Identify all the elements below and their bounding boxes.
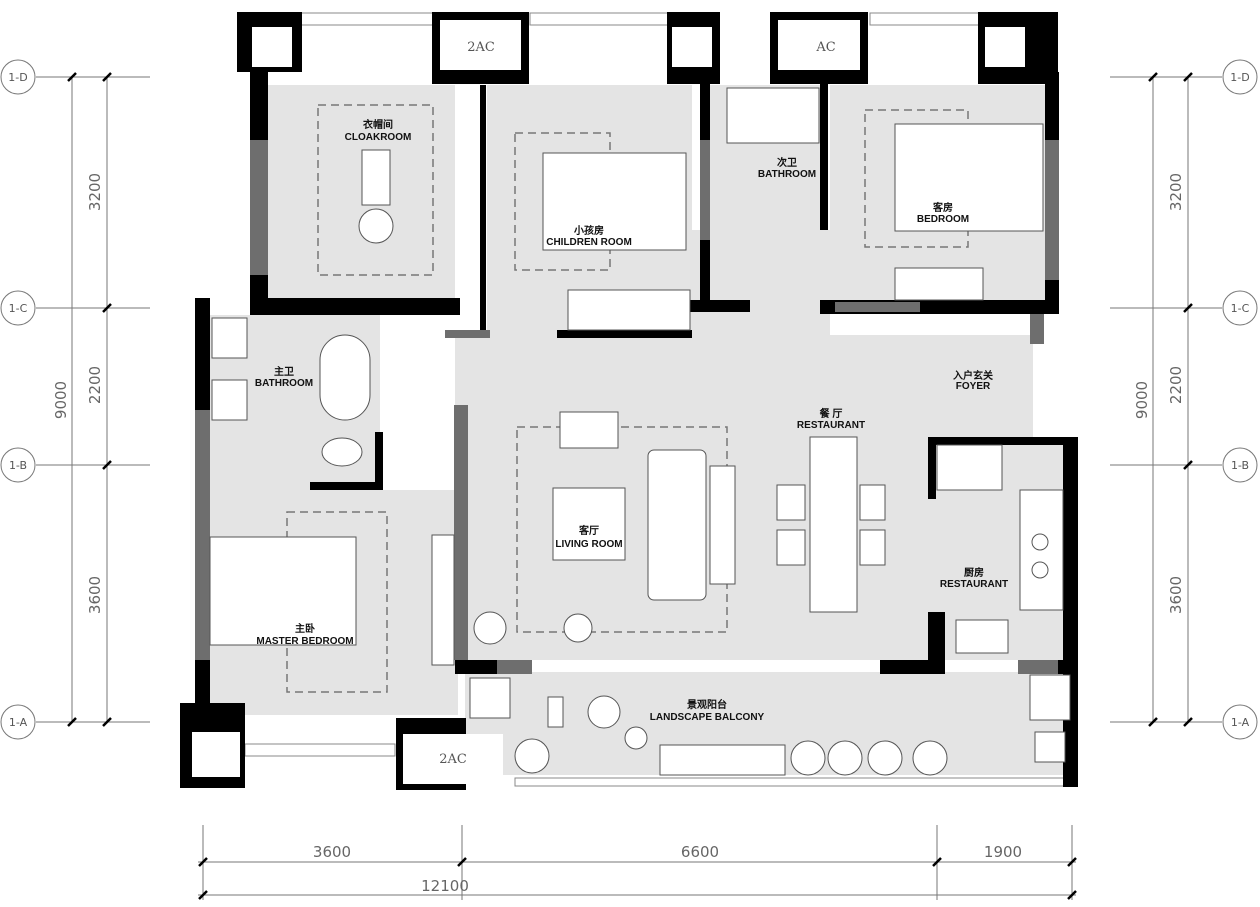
dining-en: RESTAURANT: [797, 420, 865, 431]
dim-1900-bottom: 1900: [984, 843, 1022, 861]
ac-unit-label: 2AC: [439, 752, 467, 767]
dim-3600-left: 3600: [86, 576, 104, 614]
guest-bedroom-cn: 客房: [932, 201, 953, 214]
balcony-cn: 景观阳台: [687, 698, 727, 711]
room-labels: 衣帽间 CLOAKROOM 小孩房 CHILDREN ROOM 次卫 BATHR…: [255, 118, 1008, 723]
ac-unit-label: 2AC: [467, 40, 495, 55]
foyer-cn: 入户玄关: [953, 369, 993, 382]
bathroom2-cn: 次卫: [777, 156, 797, 169]
dim-3600-bottom: 3600: [313, 843, 351, 861]
axis-label-right: 1-D: [1230, 71, 1249, 84]
dim-2200-left: 2200: [86, 366, 104, 404]
walls: [180, 12, 1078, 790]
kitchen-cn: 厨房: [964, 566, 984, 579]
axis-label-right: 1-A: [1231, 716, 1250, 729]
dim-12100-bottom: 12100: [421, 877, 469, 895]
master-bath-en: BATHROOM: [255, 378, 313, 389]
dim-2200-right: 2200: [1167, 366, 1185, 404]
dim-3200-left: 3200: [86, 173, 104, 211]
dim-3600-right: 3600: [1167, 576, 1185, 614]
dining-cn: 餐 厅: [819, 407, 843, 420]
balcony-en: LANDSCAPE BALCONY: [650, 712, 765, 723]
dim-6600-bottom: 6600: [681, 843, 719, 861]
furniture: [209, 87, 1071, 776]
guest-bedroom-en: BEDROOM: [917, 214, 969, 225]
master-bedroom-cn: 主卧: [295, 622, 315, 635]
axis-label-right: 1-C: [1231, 302, 1250, 315]
axis-markers: 1-D 1-C 1-B 1-A 1-D 1-C 1-B 1-A: [0, 59, 1258, 740]
master-bedroom-en: MASTER BEDROOM: [256, 636, 353, 647]
living-en: LIVING ROOM: [555, 539, 622, 550]
ac-unit-label: AC: [815, 40, 835, 55]
axis-label-left: 1-B: [9, 459, 27, 472]
axis-label-left: 1-D: [8, 71, 27, 84]
master-bath-cn: 主卫: [274, 365, 294, 378]
dimension-lines: [36, 72, 1222, 900]
bathroom2-en: BATHROOM: [758, 169, 816, 180]
axis-label-left: 1-C: [9, 302, 28, 315]
cloakroom-en: CLOAKROOM: [345, 132, 412, 143]
kitchen-en: RESTAURANT: [940, 579, 1008, 590]
dim-9000-right: 9000: [1133, 381, 1151, 419]
dimension-texts: 3200 2200 3600 9000 3200 2200 3600 9000 …: [52, 173, 1185, 895]
dim-9000-left: 9000: [52, 381, 70, 419]
cloakroom-cn: 衣帽间: [363, 118, 393, 131]
foyer-en: FOYER: [956, 381, 991, 392]
axis-label-right: 1-B: [1231, 459, 1249, 472]
axis-label-left: 1-A: [9, 716, 28, 729]
living-cn: 客厅: [578, 524, 599, 537]
children-room-en: CHILDREN ROOM: [546, 237, 632, 248]
children-room-cn: 小孩房: [573, 224, 604, 237]
dim-3200-right: 3200: [1167, 173, 1185, 211]
